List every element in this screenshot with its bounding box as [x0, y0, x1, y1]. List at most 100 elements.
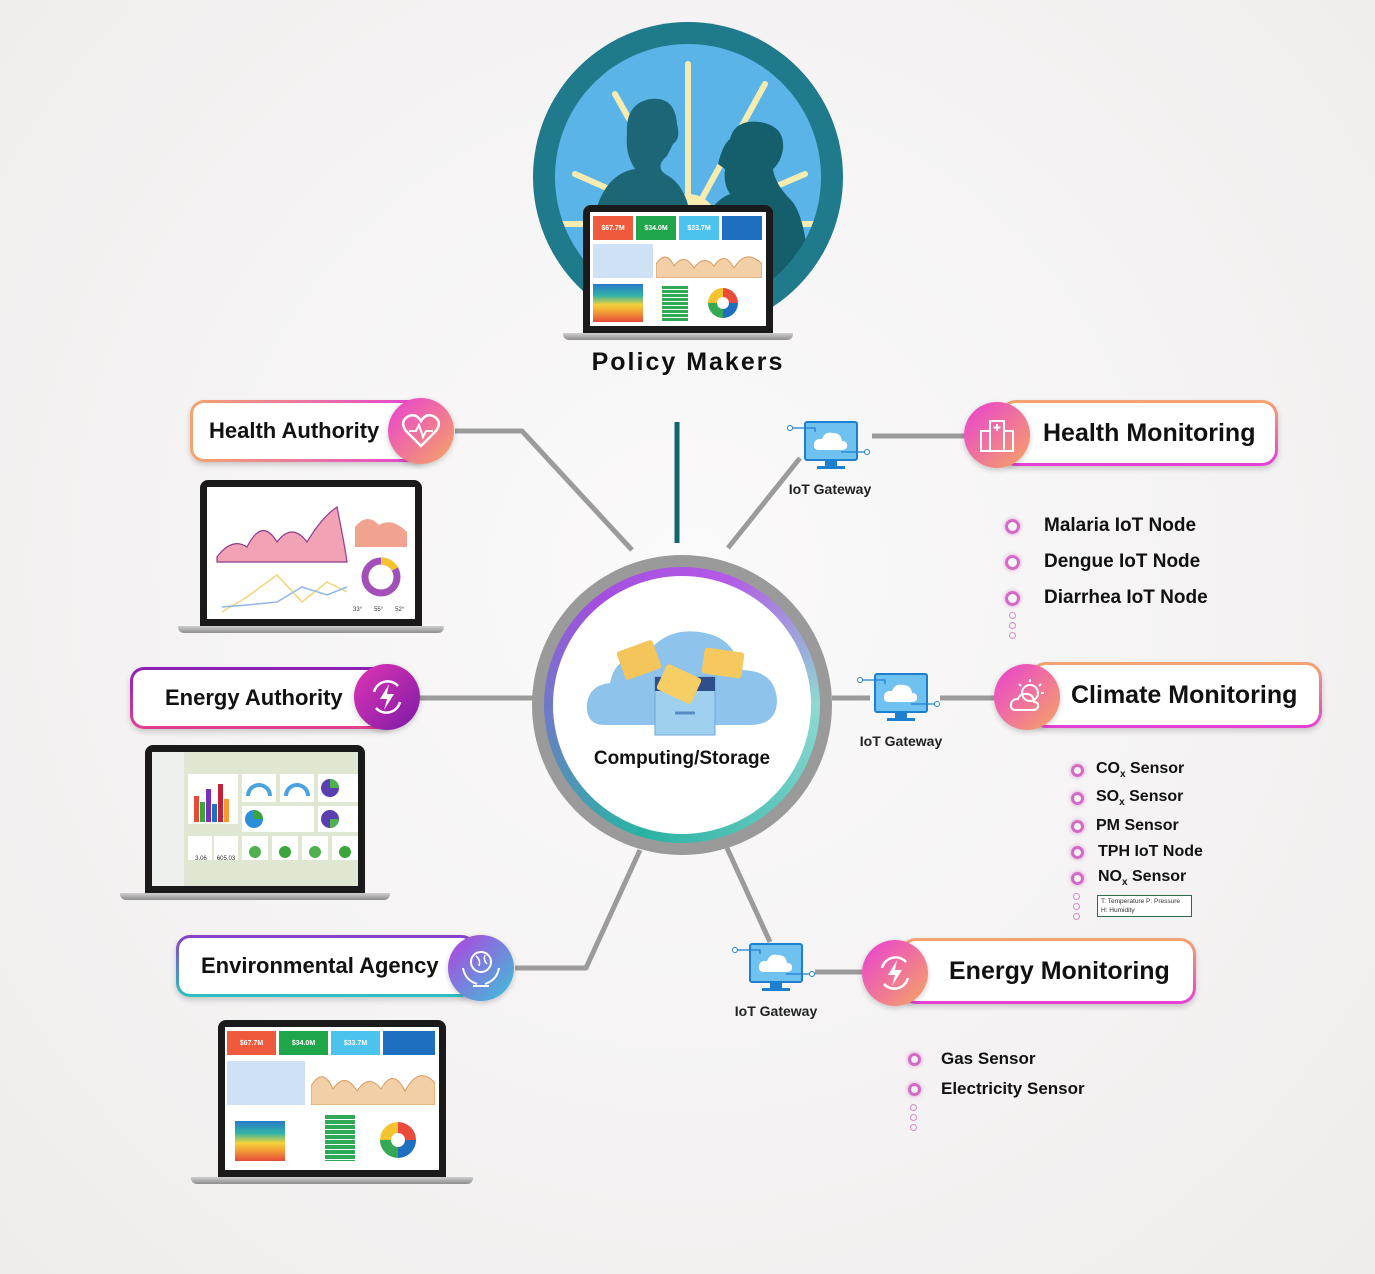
list-item: TPH IoT Node: [1071, 839, 1203, 865]
iot-gateway-icon: [787, 421, 870, 469]
bullet-icon: [1071, 764, 1084, 777]
energy-stat: 3.06: [195, 856, 207, 862]
more-items-ellipsis: [1073, 893, 1080, 920]
bullet-icon: [1071, 871, 1084, 885]
kpi-value: $34.0M: [644, 225, 668, 232]
energy-authority-laptop: 3.06 605.03: [120, 745, 390, 900]
energy-monitoring-box[interactable]: Energy Monitoring: [900, 938, 1196, 1004]
health-monitoring-label: Health Monitoring: [1043, 418, 1256, 447]
more-items-ellipsis: [1009, 612, 1016, 639]
energy-cycle-icon: [862, 940, 928, 1006]
list-item: Gas Sensor: [908, 1044, 1085, 1074]
list-item: Electricity Sensor: [908, 1074, 1085, 1104]
map-panel: [593, 244, 653, 278]
iot-gateway-label: IoT Gateway: [859, 733, 943, 749]
list-item: NOx Sensor: [1071, 865, 1203, 891]
iot-gateway-icon: [732, 943, 815, 991]
energy-cycle-icon: [354, 664, 420, 730]
kpi-value: $67.7M: [601, 225, 625, 232]
health-dashboard: 33° 55° 52°: [207, 487, 415, 619]
list-item: PM Sensor: [1071, 813, 1203, 839]
kpi-tile: $67.7M: [593, 216, 633, 240]
connector-health-gateway: [726, 456, 802, 550]
bullet-icon: [908, 1082, 921, 1096]
stacked-bar-chart: [593, 284, 643, 322]
kpi-value: $33.7M: [687, 225, 711, 232]
bullet-icon: [908, 1052, 921, 1066]
iot-gateway-energy[interactable]: IoT Gateway: [730, 940, 822, 1019]
map-panel: [227, 1061, 305, 1105]
connector-energy-gateway: [724, 846, 773, 944]
policy-makers-laptop: $67.7M $34.0M $33.7M: [563, 205, 793, 340]
climate-monitoring-label: Climate Monitoring: [1071, 680, 1298, 709]
policy-makers-title: Policy Makers: [591, 348, 785, 376]
area-chart: [311, 1075, 435, 1105]
kpi-tile: $33.7M: [679, 216, 719, 240]
cloud-storage-icon: [586, 631, 777, 736]
stacked-bar-chart: [235, 1121, 285, 1161]
legend-line: H: Humidity: [1101, 907, 1135, 914]
donut-chart: [380, 1122, 416, 1158]
energy-monitoring-items: Gas Sensor Electricity Sensor: [908, 1044, 1085, 1104]
list-item: Malaria IoT Node: [1005, 508, 1208, 544]
connector-health-authority: [455, 428, 634, 552]
environmental-agency-box[interactable]: Environmental Agency: [176, 935, 476, 997]
kpi-tile: $33.7M: [331, 1031, 380, 1055]
sun-cloud-icon: [994, 664, 1060, 730]
bar-list-chart: [325, 1115, 355, 1161]
health-charts: [216, 506, 407, 613]
area-chart: [656, 256, 762, 278]
bullet-icon: [1071, 792, 1084, 805]
globe-hands-icon: [448, 935, 514, 1001]
kpi-tile: $34.0M: [279, 1031, 328, 1055]
iot-gateway-icon: [857, 673, 940, 721]
bar-list-chart: [662, 286, 688, 322]
kpi-tile: $34.0M: [636, 216, 676, 240]
kpi-gauge-tile: [722, 216, 762, 240]
energy-stat: 605.03: [216, 856, 236, 862]
environmental-agency-laptop: $67.7M $34.0M $33.7M: [191, 1020, 473, 1184]
list-item: Diarrhea IoT Node: [1005, 580, 1208, 616]
iot-gateway-label: IoT Gateway: [788, 481, 872, 497]
iot-gateway-label: IoT Gateway: [734, 1003, 818, 1019]
list-item: Dengue IoT Node: [1005, 544, 1208, 580]
bullet-icon: [1005, 518, 1020, 534]
hospital-icon: [964, 402, 1030, 468]
policy-dashboard: $67.7M $34.0M $33.7M: [590, 212, 766, 326]
health-monitoring-box[interactable]: Health Monitoring: [1000, 400, 1278, 466]
iot-gateway-health[interactable]: IoT Gateway: [785, 418, 875, 497]
energy-monitoring-label: Energy Monitoring: [949, 956, 1170, 985]
kpi-value: $34.0M: [291, 1040, 316, 1047]
kpi-value: $67.7M: [239, 1040, 264, 1047]
heart-pulse-icon: [388, 398, 454, 464]
energy-authority-label: Energy Authority: [165, 685, 343, 710]
health-monitoring-items: Malaria IoT Node Dengue IoT Node Diarrhe…: [1005, 508, 1208, 616]
kpi-tile: $67.7M: [227, 1031, 276, 1055]
donut-chart: [708, 288, 738, 318]
bullet-icon: [1005, 554, 1020, 570]
climate-monitoring-box[interactable]: Climate Monitoring: [1030, 662, 1322, 728]
climate-monitoring-items: COx Sensor SOx Sensor PM Sensor TPH IoT …: [1071, 757, 1203, 891]
tph-legend: T: Temperature P: Pressure H: Humidity: [1097, 895, 1192, 917]
more-items-ellipsis: [910, 1104, 917, 1131]
connector-environmental-agency: [515, 848, 643, 971]
dashboard-sidebar: [152, 752, 184, 886]
environmental-dashboard: $67.7M $34.0M $33.7M: [225, 1027, 439, 1170]
list-item: COx Sensor: [1071, 757, 1203, 784]
kpi-gauge-tile: [383, 1031, 435, 1055]
computing-storage-label: Computing/Storage: [593, 748, 771, 769]
list-item: SOx Sensor: [1071, 784, 1203, 813]
health-authority-laptop: 33° 55° 52°: [178, 480, 444, 633]
iot-gateway-climate[interactable]: IoT Gateway: [855, 670, 947, 749]
health-stats: 33° 55° 52°: [353, 607, 405, 613]
health-authority-label: Health Authority: [209, 418, 380, 443]
bullet-icon: [1071, 819, 1084, 833]
environmental-agency-label: Environmental Agency: [201, 953, 439, 978]
energy-dashboard: 3.06 605.03: [152, 752, 358, 886]
kpi-value: $33.7M: [343, 1040, 368, 1047]
legend-line: T: Temperature P: Pressure: [1101, 898, 1180, 905]
bullet-icon: [1071, 845, 1084, 859]
energy-charts: [188, 774, 358, 860]
bullet-icon: [1005, 590, 1020, 606]
